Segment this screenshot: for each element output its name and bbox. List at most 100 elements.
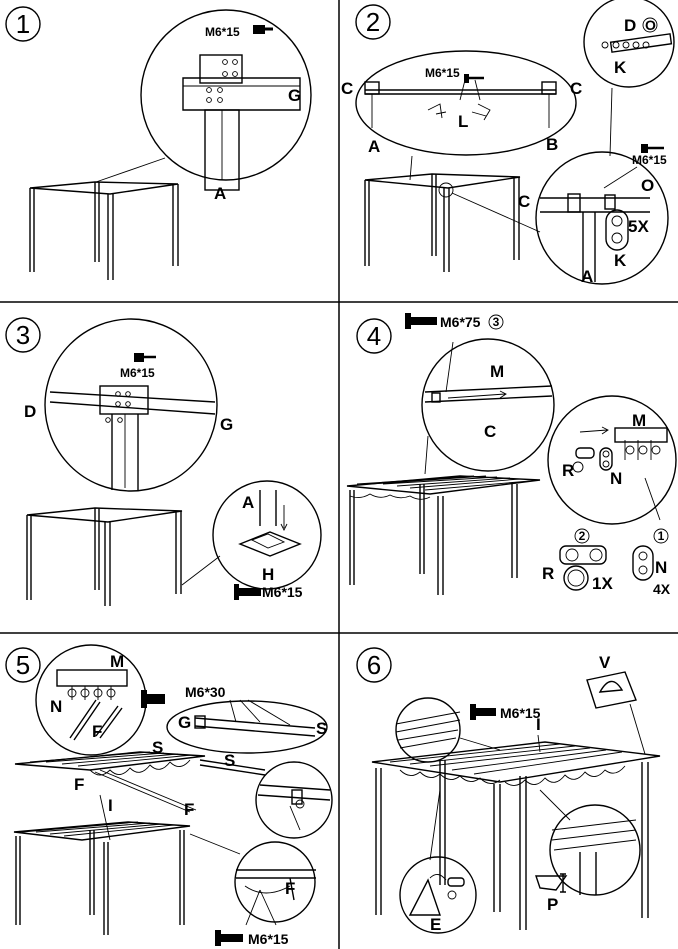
part-label-n: N (610, 469, 622, 488)
frame-drawing (13, 821, 241, 935)
part-label-d: D (24, 402, 36, 421)
detail-magnifier (399, 856, 477, 934)
part-label-a: A (581, 267, 593, 286)
frame-drawing (29, 181, 179, 280)
detail-magnifier (549, 804, 641, 896)
quantity-label: 5X (628, 217, 649, 236)
bolt-icon (253, 25, 273, 34)
part-label-m: M (632, 411, 646, 430)
part-label-s: S (152, 738, 163, 757)
frame-drawing (364, 155, 541, 272)
part-label-h: H (262, 565, 274, 584)
detail-magnifier (547, 395, 677, 525)
detail-magnifier (44, 318, 218, 492)
step-1-panel: 1 M6*15 G A (5, 6, 312, 280)
bolt-icon (470, 704, 496, 720)
step-number: 1 (16, 9, 30, 39)
detail-magnifier (234, 841, 316, 923)
part-label-f: F (184, 800, 194, 819)
detail-magnifier (255, 761, 333, 839)
part-label-c: C (518, 192, 530, 211)
part-label-s: S (316, 719, 327, 738)
part-label-c: C (341, 79, 353, 98)
bolt-label: M6*30 (185, 684, 226, 700)
part-label-i: I (536, 715, 541, 734)
step-number: 6 (367, 650, 381, 680)
bolt-icon (405, 313, 437, 329)
bolt-label: M6*15 (632, 153, 667, 167)
quantity-label: 4X (653, 581, 671, 597)
part-label-o: O (641, 176, 654, 195)
step-number: 3 (16, 320, 30, 350)
bolt-label: M6*15 (120, 366, 155, 380)
bolt-icon (234, 584, 261, 600)
part-label-i: I (108, 796, 113, 815)
step-5-panel: 5 M N F M6*30 G S S (5, 644, 333, 947)
bolt-label: M6*15 (205, 25, 240, 39)
parts-circle (583, 0, 675, 88)
step-number-circle (356, 647, 392, 683)
step-number-circle (5, 647, 41, 683)
step-reference: 3 (493, 315, 500, 329)
part-label-l: L (458, 112, 468, 131)
quantity-label: 1X (592, 574, 613, 593)
detail-magnifier (140, 9, 312, 181)
part-label-a: A (214, 184, 226, 203)
bolt-label: M6*15 (500, 705, 541, 721)
part-label-f: F (92, 722, 102, 741)
part-label-v: V (599, 653, 611, 672)
canopy-drawing (14, 751, 266, 841)
part-label-p: P (547, 895, 558, 914)
part-label-r: R (562, 461, 574, 480)
step-number: 2 (366, 7, 380, 37)
part-label-c: C (570, 79, 582, 98)
frame-drawing (346, 435, 541, 595)
bolt-label: M6*75 (440, 314, 481, 330)
part-label-k: K (614, 251, 627, 270)
part-label-e: E (430, 915, 441, 934)
part-label-g: G (288, 86, 301, 105)
step-reference: 2 (579, 529, 586, 543)
part-label-f: F (74, 775, 84, 794)
detail-magnifier (535, 151, 669, 285)
step-number: 4 (367, 321, 381, 351)
detail-ellipse (355, 50, 577, 156)
step-3-panel: 3 M6*15 D G A H (5, 317, 322, 606)
bolt-icon (215, 930, 243, 946)
part-label-m: M (110, 652, 124, 671)
part-label-f: F (285, 879, 295, 898)
bolt-label: M6*15 (248, 931, 289, 947)
frame-drawing (26, 507, 183, 606)
part-label-d: D (624, 16, 636, 35)
part-label-a: A (368, 137, 380, 156)
part-label-r: R (542, 564, 554, 583)
bolt-icon (641, 144, 664, 153)
step-4-panel: 4 M6*75 3 M C (346, 313, 677, 597)
step-number: 5 (16, 650, 30, 680)
step-number-circle (356, 318, 392, 354)
step-reference: 1 (658, 529, 665, 543)
bolt-label: M6*15 (425, 66, 460, 80)
part-label-g: G (220, 415, 233, 434)
step-number-circle (5, 6, 41, 42)
part-label-s: S (224, 751, 235, 770)
detail-ellipse (166, 700, 328, 754)
part-label-b: B (546, 135, 558, 154)
part-label-n: N (50, 697, 62, 716)
frame-drawing (371, 741, 661, 930)
bolt-label: M6*15 (262, 584, 303, 600)
step-2-panel: 2 C C M6*15 A B L D O K (341, 0, 675, 286)
part-label-c: C (484, 422, 496, 441)
part-label-m: M (490, 362, 504, 381)
bolt-icon (141, 690, 165, 708)
step-6-panel: 6 V M6*15 I (356, 647, 661, 934)
part-label-k: K (614, 58, 627, 77)
bolt-icon (134, 353, 156, 362)
detail-magnifier (212, 480, 322, 590)
part-label-o: O (645, 17, 656, 33)
part-label-n: N (655, 558, 667, 577)
step-number-circle (5, 317, 41, 353)
part-label-a: A (242, 493, 254, 512)
